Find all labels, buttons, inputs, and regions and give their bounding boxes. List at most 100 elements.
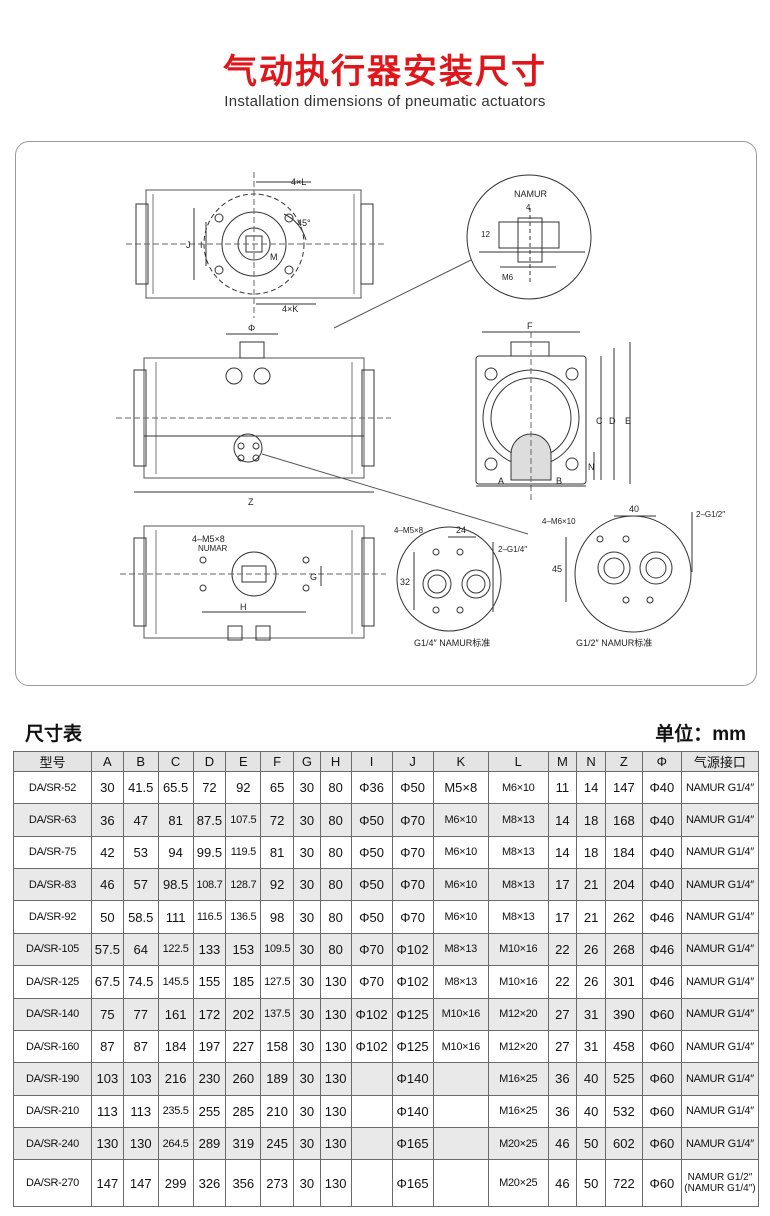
table-heading: 尺寸表: [25, 723, 83, 745]
column-header: F: [260, 751, 295, 772]
table-cell: 30: [293, 1062, 321, 1096]
table-cell: [432, 1159, 489, 1207]
table-cell: Φ50: [391, 770, 434, 805]
table-cell: Φ70: [391, 835, 434, 870]
table-cell: 81: [260, 835, 295, 870]
table-cell: Φ165: [391, 1126, 434, 1161]
table-cell: 50: [90, 900, 124, 934]
table-cell: Φ70: [350, 932, 393, 967]
table-cell: 64: [122, 932, 159, 967]
table-cell: 273: [260, 1159, 295, 1207]
table-cell: 26: [576, 965, 606, 999]
diagram-panel: 4×L 4×K 45° J I M NAMUR 4 12 M6 Φ F C D …: [15, 141, 757, 686]
table-cell: 145.5: [157, 965, 194, 999]
table-cell: Φ46: [641, 932, 682, 967]
model-cell: DA/SR-270: [13, 1159, 92, 1207]
table-cell: 31: [576, 1029, 606, 1064]
table-cell: Φ102: [391, 965, 434, 999]
table-cell: 458: [604, 1029, 643, 1064]
label-phi: Φ: [248, 323, 255, 333]
label-namur-4: 4: [526, 203, 531, 212]
table-cell: 72: [192, 770, 227, 805]
label-b: B: [556, 476, 562, 486]
table-cell: 30: [293, 868, 321, 902]
table-cell: 65.5: [157, 770, 194, 805]
table-cell: 87.5: [192, 803, 227, 837]
installation-drawing: 4×L 4×K 45° J I M NAMUR 4 12 M6 Φ F C D …: [116, 172, 725, 648]
label-4xl: 4×L: [291, 177, 306, 187]
label-h: H: [240, 602, 247, 612]
table-cell: 14: [576, 770, 606, 805]
table-cell: M10×16: [432, 997, 489, 1031]
label-d: D: [609, 416, 616, 426]
table-cell: 326: [192, 1159, 227, 1207]
column-header: 气源接口: [680, 751, 760, 772]
table-cell: M12×20: [487, 997, 549, 1031]
table-cell: 21: [576, 868, 606, 902]
table-cell: 21: [576, 900, 606, 934]
table-cell: 299: [157, 1159, 194, 1207]
label-m5x8: 4–M5×8: [192, 534, 225, 544]
table-cell: [350, 1126, 393, 1161]
table-cell: 36: [547, 1094, 578, 1128]
column-header: B: [122, 751, 159, 772]
front-view: [116, 333, 529, 535]
table-cell: Φ102: [350, 997, 393, 1031]
table-cell: 319: [225, 1126, 262, 1161]
table-cell: 204: [604, 868, 643, 902]
model-cell: DA/SR-140: [13, 997, 92, 1031]
table-cell: 130: [319, 1062, 352, 1096]
column-header: Φ: [641, 751, 682, 772]
table-cell: 227: [225, 1029, 262, 1064]
table-cell: 27: [547, 997, 578, 1031]
table-cell: 235.5: [157, 1094, 194, 1128]
label-j: J: [186, 240, 191, 250]
table-cell: 103: [122, 1062, 159, 1096]
table-cell: [350, 1094, 393, 1128]
table-cell: 525: [604, 1062, 643, 1096]
table-cell: 130: [122, 1126, 159, 1161]
table-cell: Φ50: [350, 900, 393, 934]
label-port-40: 40: [629, 504, 639, 514]
label-port-45: 45: [552, 564, 562, 574]
table-cell: Φ46: [641, 965, 682, 999]
table-cell: 57: [122, 868, 159, 902]
label-port-24: 24: [456, 525, 466, 535]
table-cell: 57.5: [90, 932, 124, 967]
table-cell: 67.5: [90, 965, 124, 999]
model-cell: DA/SR-105: [13, 932, 92, 967]
column-header: M: [547, 751, 578, 772]
table-cell: 40: [576, 1062, 606, 1096]
table-cell: 17: [547, 900, 578, 934]
table-cell: 53: [122, 835, 159, 870]
table-cell: M8×13: [487, 900, 549, 934]
table-cell: NAMUR G1/4″: [680, 770, 760, 805]
label-a: A: [498, 476, 504, 486]
table-cell: 98: [260, 900, 295, 934]
table-cell: Φ70: [391, 868, 434, 902]
table-cell: 130: [319, 997, 352, 1031]
table-cell: NAMUR G1/4″: [680, 835, 760, 870]
table-cell: NAMUR G1/4″: [680, 1126, 760, 1161]
table-cell: Φ40: [641, 803, 682, 837]
table-cell: M8×13: [432, 932, 489, 967]
table-cell: 80: [319, 803, 352, 837]
table-cell: 50: [576, 1126, 606, 1161]
table-cell: 107.5: [225, 803, 262, 837]
table-cell: Φ60: [641, 997, 682, 1031]
table-cell: 184: [157, 1029, 194, 1064]
table-cell: 50: [576, 1159, 606, 1207]
table-cell: 130: [319, 965, 352, 999]
table-cell: [432, 1094, 489, 1128]
table-cell: 103: [90, 1062, 124, 1096]
table-cell: 80: [319, 932, 352, 967]
table-cell: M10×16: [487, 965, 549, 999]
table-cell: 22: [547, 932, 578, 967]
label-namur-m6: M6: [502, 273, 514, 282]
table-cell: 185: [225, 965, 262, 999]
